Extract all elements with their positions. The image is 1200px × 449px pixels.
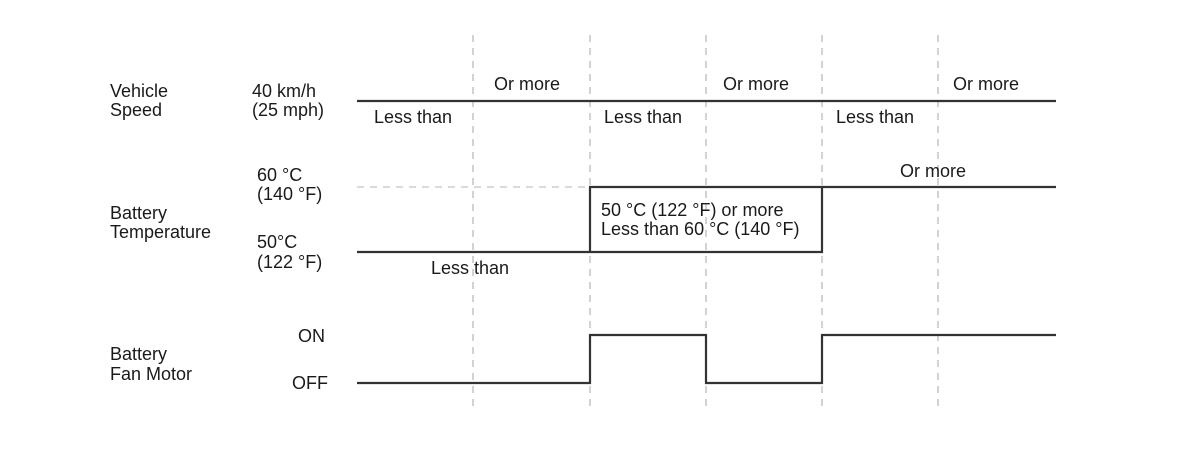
temperature-row-name-line2: Temperature	[110, 222, 211, 242]
speed-row-name-line2: Speed	[110, 100, 162, 120]
temperature-upper-level-line2: (140 °F)	[257, 184, 322, 204]
fan-row: Battery Fan Motor ON OFF	[110, 326, 1056, 393]
temperature-row: Battery Temperature 60 °C (140 °F) 50°C …	[110, 161, 1056, 278]
temperature-less-than-label: Less than	[431, 258, 509, 278]
temperature-row-name-line1: Battery	[110, 203, 167, 223]
temperature-band-label-line1: 50 °C (122 °F) or more	[601, 200, 783, 220]
temperature-band-box	[357, 185, 824, 254]
fan-row-name-line2: Fan Motor	[110, 364, 192, 384]
speed-row: Vehicle Speed 40 km/h (25 mph) Or more O…	[110, 74, 1056, 127]
fan-row-name-line1: Battery	[110, 344, 167, 364]
speed-less-than-label-3: Less than	[836, 107, 914, 127]
speed-or-more-label-3: Or more	[953, 74, 1019, 94]
temperature-band-label-line2: Less than 60 °C (140 °F)	[601, 219, 800, 239]
speed-or-more-label-1: Or more	[494, 74, 560, 94]
speed-less-than-label-2: Less than	[604, 107, 682, 127]
fan-off-label: OFF	[292, 373, 328, 393]
temperature-lower-level-line2: (122 °F)	[257, 252, 322, 272]
speed-or-more-label-2: Or more	[723, 74, 789, 94]
temperature-or-more-label: Or more	[900, 161, 966, 181]
temperature-upper-level-line1: 60 °C	[257, 165, 302, 185]
temperature-lower-level-line1: 50°C	[257, 232, 297, 252]
fan-on-label: ON	[298, 326, 325, 346]
fan-state-waveform	[357, 333, 1056, 385]
speed-less-than-label-1: Less than	[374, 107, 452, 127]
speed-row-name-line1: Vehicle	[110, 81, 168, 101]
speed-threshold-line1: 40 km/h	[252, 81, 316, 101]
speed-threshold-line2: (25 mph)	[252, 100, 324, 120]
